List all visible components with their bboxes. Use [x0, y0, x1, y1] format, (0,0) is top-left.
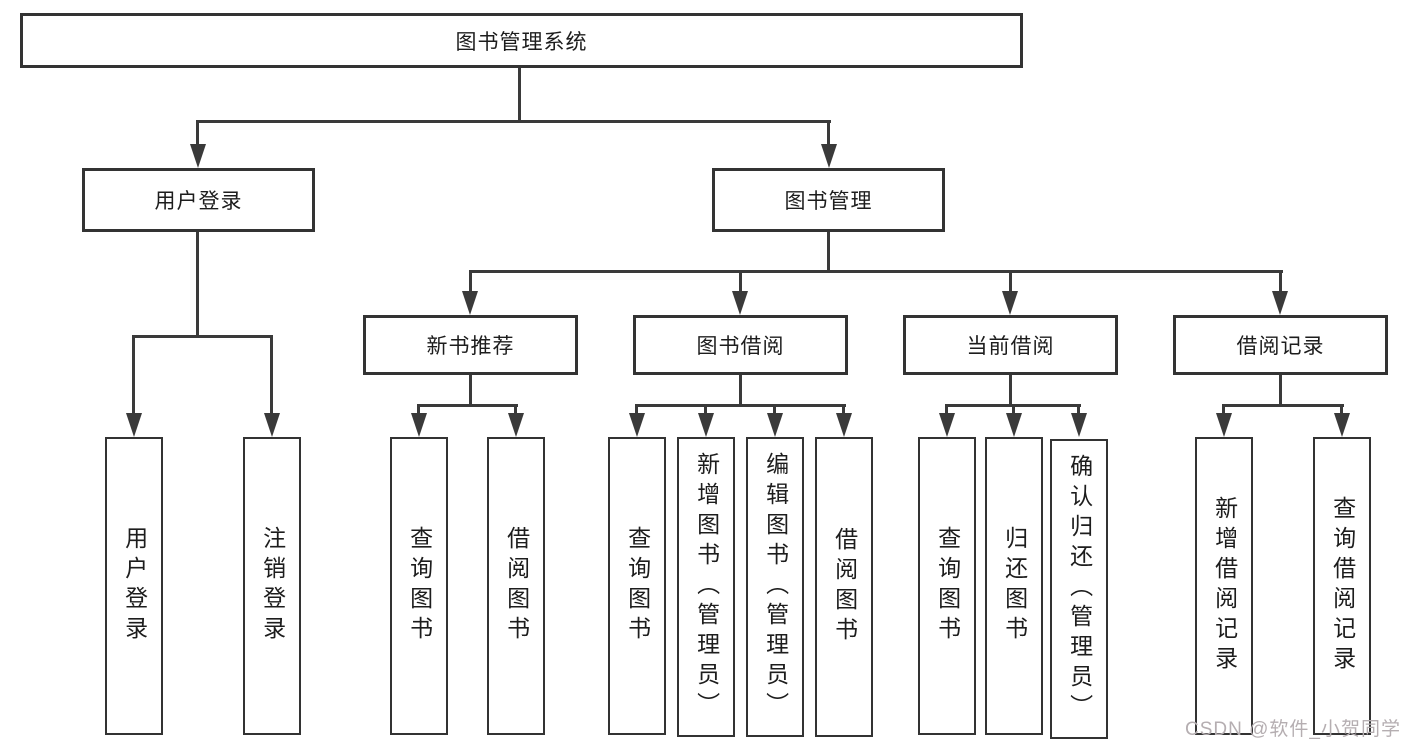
- edge-line: [773, 404, 776, 413]
- edge-line: [1009, 375, 1012, 404]
- leaf-recommend-query-books: 查询图书: [390, 437, 448, 735]
- edge-line: [196, 120, 831, 123]
- arrow-down-icon: [1334, 413, 1350, 437]
- arrow-down-icon: [1002, 291, 1018, 315]
- arrow-down-icon: [836, 413, 852, 437]
- arrow-down-icon: [939, 413, 955, 437]
- edge-line: [469, 270, 1283, 273]
- arrow-down-icon: [732, 291, 748, 315]
- arrow-down-icon: [1216, 413, 1232, 437]
- edge-line: [469, 270, 472, 291]
- leaf-user-login: 用户登录: [105, 437, 163, 735]
- leaf-logout: 注销登录: [243, 437, 301, 735]
- leaf-recommend-borrow-books: 借阅图书: [487, 437, 545, 735]
- node-borrowing-records: 借阅记录: [1173, 315, 1388, 375]
- node-current-borrowing: 当前借阅: [903, 315, 1118, 375]
- edge-line: [417, 404, 518, 407]
- node-book-borrowing: 图书借阅: [633, 315, 848, 375]
- leaf-borrow-query-books: 查询图书: [608, 437, 666, 735]
- node-book-management: 图书管理: [712, 168, 945, 232]
- edge-line: [1222, 404, 1344, 407]
- edge-line: [196, 120, 199, 144]
- edge-line: [518, 68, 521, 120]
- edge-line: [704, 404, 707, 413]
- node-library-management-system: 图书管理系统: [20, 13, 1023, 68]
- edge-line: [270, 335, 273, 413]
- watermark-text: CSDN @软件_小贺同学: [1185, 719, 1401, 740]
- edge-line: [635, 404, 638, 413]
- leaf-current-confirm-return-admin: 确认归还（管理员）: [1050, 439, 1108, 739]
- leaf-borrow-add-books-admin: 新增图书（管理员）: [677, 437, 735, 737]
- leaf-current-return-books: 归还图书: [985, 437, 1043, 735]
- arrow-down-icon: [1071, 413, 1087, 437]
- leaf-records-add-record: 新增借阅记录: [1195, 437, 1253, 735]
- edge-line: [132, 335, 135, 413]
- edge-line: [196, 232, 199, 335]
- edge-line: [827, 120, 830, 144]
- node-user-login: 用户登录: [82, 168, 315, 232]
- arrow-down-icon: [462, 291, 478, 315]
- edge-line: [842, 404, 845, 413]
- edge-line: [1340, 404, 1343, 413]
- edge-line: [132, 335, 273, 338]
- edge-line: [827, 232, 830, 270]
- node-new-book-recommend: 新书推荐: [363, 315, 578, 375]
- arrow-down-icon: [190, 144, 206, 168]
- edge-line: [1009, 270, 1012, 291]
- edge-line: [469, 375, 472, 404]
- leaf-current-query-books: 查询图书: [918, 437, 976, 735]
- edge-line: [1279, 270, 1282, 291]
- arrow-down-icon: [1006, 413, 1022, 437]
- arrow-down-icon: [411, 413, 427, 437]
- edge-line: [945, 404, 948, 413]
- arrow-down-icon: [508, 413, 524, 437]
- leaf-borrow-borrow-books: 借阅图书: [815, 437, 873, 737]
- arrow-down-icon: [1272, 291, 1288, 315]
- arrow-down-icon: [264, 413, 280, 437]
- arrow-down-icon: [821, 144, 837, 168]
- arrow-down-icon: [698, 413, 714, 437]
- leaf-records-query-record: 查询借阅记录: [1313, 437, 1371, 735]
- edge-line: [739, 375, 742, 404]
- arrow-down-icon: [629, 413, 645, 437]
- edge-line: [1279, 375, 1282, 404]
- edge-line: [739, 270, 742, 291]
- arrow-down-icon: [126, 413, 142, 437]
- edge-line: [417, 404, 420, 413]
- edge-line: [1222, 404, 1225, 413]
- leaf-borrow-edit-books-admin: 编辑图书（管理员）: [746, 437, 804, 737]
- edge-line: [1077, 404, 1080, 413]
- edge-line: [514, 404, 517, 413]
- edge-line: [635, 404, 846, 407]
- arrow-down-icon: [767, 413, 783, 437]
- edge-line: [1012, 404, 1015, 413]
